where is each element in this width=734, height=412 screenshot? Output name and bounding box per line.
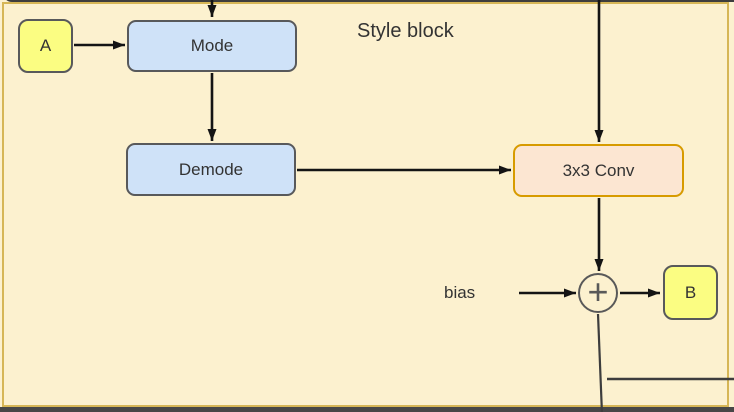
style-block-container[interactable] — [2, 2, 729, 407]
plus-icon: + — [587, 271, 609, 312]
node-conv[interactable]: 3x3 Conv — [513, 144, 684, 197]
node-mode-label: Mode — [190, 36, 234, 55]
cropped-bottom-shape-edge — [0, 407, 734, 412]
cropped-outer-box-edge — [3, 0, 734, 2]
node-b[interactable]: B — [663, 265, 718, 320]
node-demode[interactable]: Demode — [126, 143, 296, 196]
node-a-label: A — [39, 36, 52, 55]
style-block-title: Style block — [357, 20, 454, 42]
node-conv-label: 3x3 Conv — [562, 160, 635, 180]
node-b-label: B — [684, 282, 697, 302]
node-demode-label: Demode — [178, 159, 244, 179]
bias-label: bias — [444, 283, 476, 302]
node-a[interactable]: A — [18, 19, 73, 73]
node-mode[interactable]: Mode — [127, 20, 297, 72]
sum-node[interactable]: + — [578, 273, 618, 313]
